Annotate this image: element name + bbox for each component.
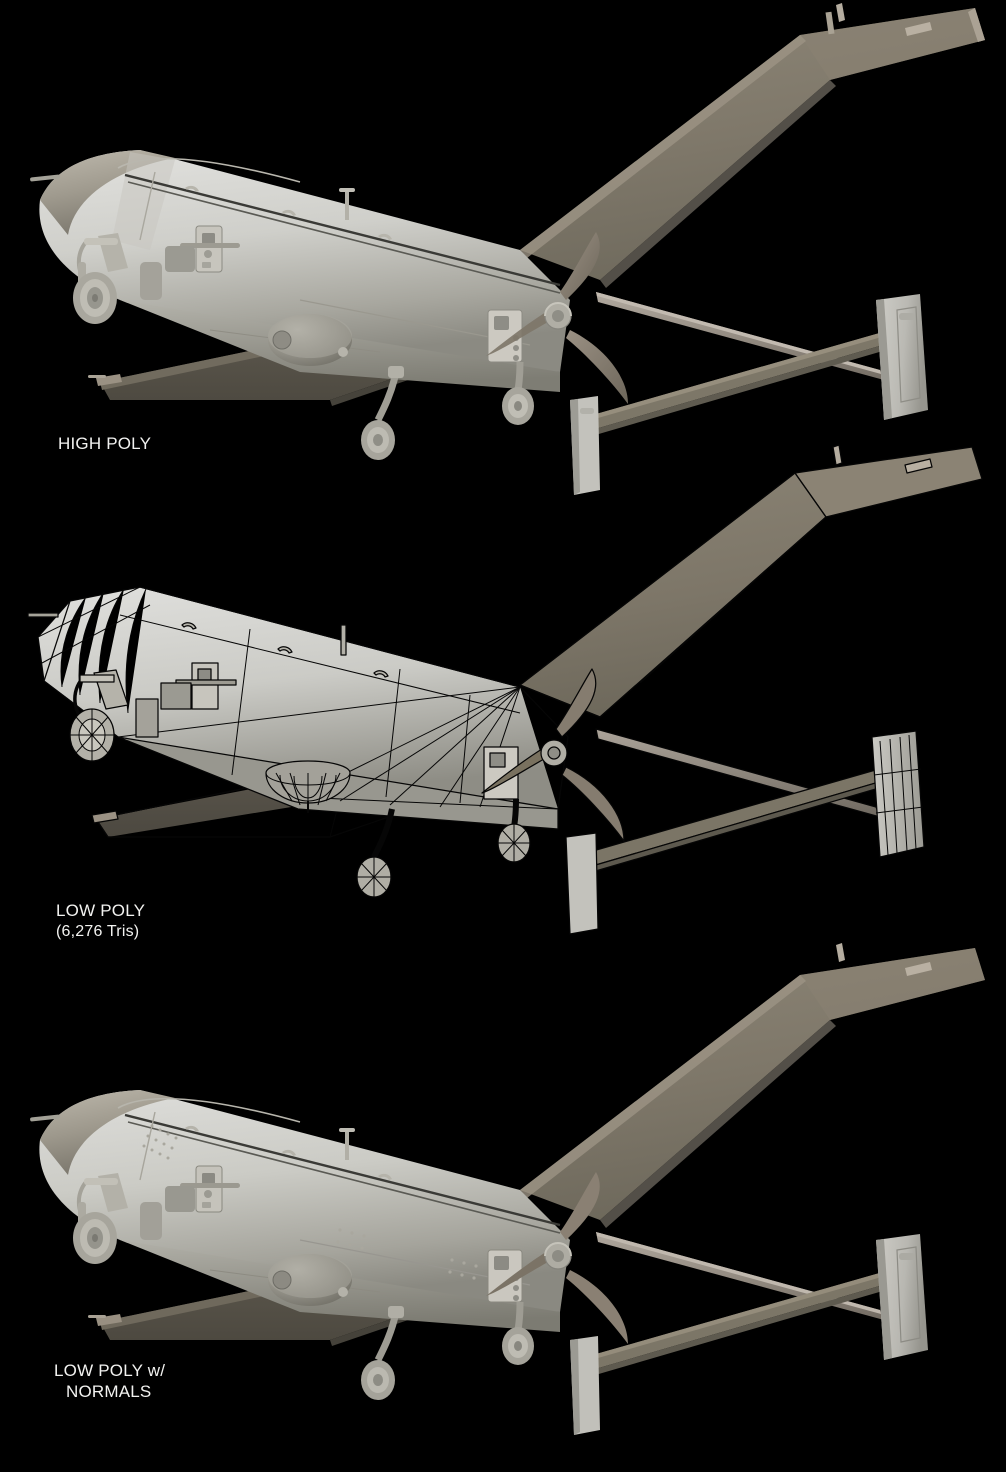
render-low-poly-normals [0, 930, 1006, 1472]
nose-landing-gear [73, 1173, 162, 1264]
avionics-pod [180, 1165, 240, 1213]
caption-normals-line1: LOW POLY w/ [54, 1361, 166, 1380]
antenna-mast [185, 185, 392, 240]
caption-normals-line2: NORMALS [66, 1382, 152, 1401]
main-landing-gear-right [502, 1301, 534, 1365]
caption-high-poly-line1: HIGH POLY [58, 434, 152, 453]
vertical-stabilizer-inner [565, 832, 599, 935]
nose-wheel [69, 708, 115, 762]
vertical-stabilizer [871, 730, 925, 858]
main-wheel-right [502, 387, 534, 425]
right-wing [520, 3, 985, 288]
main-wheel-right [502, 1327, 534, 1365]
vertical-stabilizer-inner [570, 1336, 600, 1435]
main-landing-gear-right [497, 798, 531, 863]
uav-low-poly-svg [27, 444, 983, 935]
render-high-poly [0, 0, 1006, 495]
sensor-turret [268, 314, 352, 366]
sensor-turret [265, 760, 351, 813]
vertical-stabilizer [876, 294, 928, 420]
nose-wheel [73, 1212, 117, 1264]
main-landing-gear [361, 366, 404, 460]
caption-low-poly-normals: LOW POLY w/NORMALS [54, 1360, 165, 1402]
antenna-mast [185, 1125, 392, 1180]
engine-cowling [540, 739, 568, 767]
pusher-propeller [486, 1172, 628, 1344]
caption-low-poly: LOW POLY (6,276 Tris) [56, 900, 145, 942]
tail-boom [596, 1232, 884, 1320]
engine-cowling [544, 302, 572, 330]
main-wheel [356, 856, 392, 898]
horizontal-stabilizer [575, 330, 900, 438]
caption-low-poly-line2: (6,276 Tris) [56, 923, 140, 940]
vertical-stabilizer [876, 1234, 928, 1360]
right-wing [520, 943, 985, 1228]
main-landing-gear [356, 808, 395, 898]
avionics-pod [180, 225, 240, 273]
uav-high-poly-svg [30, 3, 985, 495]
main-wheel [361, 1360, 395, 1400]
pusher-propeller [486, 232, 628, 404]
nose-landing-gear [73, 233, 162, 324]
pusher-propeller [481, 668, 625, 842]
engine-cowling [544, 1242, 572, 1270]
rivet-detail [142, 1124, 478, 1280]
horizontal-stabilizer [575, 1270, 900, 1378]
main-wheel [361, 420, 395, 460]
uav-normals-svg [30, 943, 985, 1435]
sensor-turret [268, 1254, 352, 1306]
tail-boom [595, 728, 881, 818]
render-low-poly [0, 444, 1006, 955]
nose-landing-gear [69, 669, 159, 762]
caption-low-poly-line1: LOW POLY [56, 901, 146, 920]
main-landing-gear [361, 1306, 404, 1400]
caption-high-poly: HIGH POLY [58, 433, 151, 454]
right-wing [519, 444, 983, 718]
main-landing-gear-right [502, 361, 534, 425]
vertical-stabilizer-inner [570, 396, 600, 495]
tail-boom [596, 292, 884, 380]
nose-wheel [73, 272, 117, 324]
main-wheel-right [497, 823, 531, 863]
